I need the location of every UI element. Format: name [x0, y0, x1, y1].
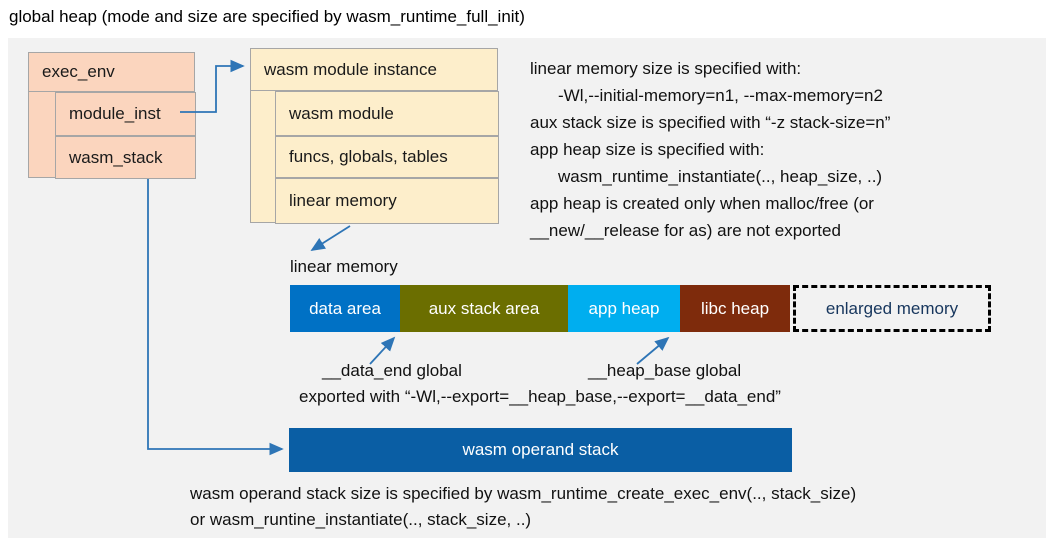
note-line: app heap is created only when malloc/fre… [530, 194, 874, 213]
heap-base-global-label: __heap_base global [588, 361, 742, 380]
operand-stack-notes: wasm operand stack size is specified by … [190, 481, 856, 533]
note-line: app heap size is specified with: [530, 140, 765, 159]
exec-env-row-wasm-stack: wasm_stack [55, 136, 196, 179]
note-line: or wasm_runtine_instantiate(.., stack_si… [190, 510, 532, 529]
operand-stack-bar: wasm operand stack [289, 428, 792, 472]
note-line: wasm operand stack size is specified by … [190, 484, 857, 503]
segment-enlarged-memory: enlarged memory [793, 285, 991, 332]
linear-memory-label: linear memory [290, 257, 398, 276]
exec-env-box: exec_env module_inst wasm_stack [28, 52, 196, 179]
exec-env-row-module-inst: module_inst [55, 92, 196, 136]
module-instance-row-wasm-module: wasm module [275, 91, 499, 136]
note-line: __new/__release for as) are not exported [530, 221, 841, 240]
note-line: aux stack size is specified with “-z sta… [530, 113, 891, 132]
exec-env-header: exec_env [29, 53, 194, 92]
note-line: -Wl,--initial-memory=n1, --max-memory=n2 [558, 86, 883, 105]
memory-size-notes: linear memory size is specified with: -W… [530, 55, 890, 244]
module-instance-box: wasm module instance wasm module funcs, … [250, 48, 499, 224]
segment-aux-stack-area: aux stack area [400, 285, 568, 332]
page-title: global heap (mode and size are specified… [9, 7, 525, 26]
segment-data-area: data area [290, 285, 400, 332]
note-line: linear memory size is specified with: [530, 59, 802, 78]
module-instance-row-funcs-globals-tables: funcs, globals, tables [275, 136, 499, 178]
segment-libc-heap: libc heap [680, 285, 790, 332]
data-end-global-label: __data_end global [322, 361, 462, 380]
note-line: wasm_runtime_instantiate(.., heap_size, … [558, 167, 883, 186]
export-note-label: exported with “-Wl,--export=__heap_base,… [299, 387, 781, 406]
segment-app-heap: app heap [568, 285, 680, 332]
module-instance-header: wasm module instance [251, 49, 497, 91]
module-instance-row-linear-memory: linear memory [275, 178, 499, 224]
